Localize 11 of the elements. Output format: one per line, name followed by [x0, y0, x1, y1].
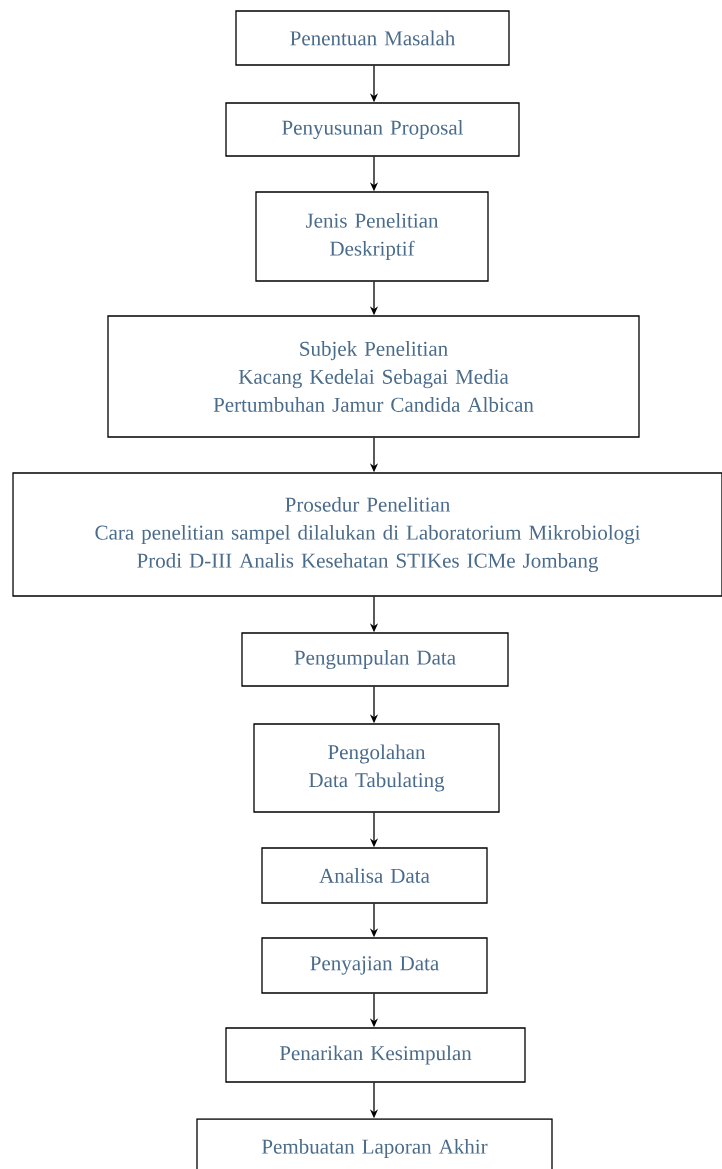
process-box: Subjek Penelitian Kacang Kedelai Sebagai Media Pertumbuhan Jamur Candida Albican [107, 315, 640, 438]
process-box: Penyajian Data [261, 937, 488, 994]
process-box: Pembuatan Laporan Akhir [196, 1118, 553, 1169]
process-box: Analisa Data [261, 847, 488, 904]
process-box: Penyusunan Proposal [225, 102, 520, 157]
process-box: Jenis Penelitian Deskriptif [255, 191, 489, 282]
process-box: Pengumpulan Data [241, 632, 509, 687]
process-box: Penarikan Kesimpulan [225, 1027, 526, 1083]
process-box: Pengolahan Data Tabulating [253, 723, 500, 813]
process-box: Prosedur Penelitian Cara penelitian sampel dilalukan di Laboratorium Mikrobiologi Prodi D-III Analis Kesehatan STIKes ICMe Jombang [12, 472, 722, 597]
process-box: Penentuan Masalah [235, 10, 510, 66]
